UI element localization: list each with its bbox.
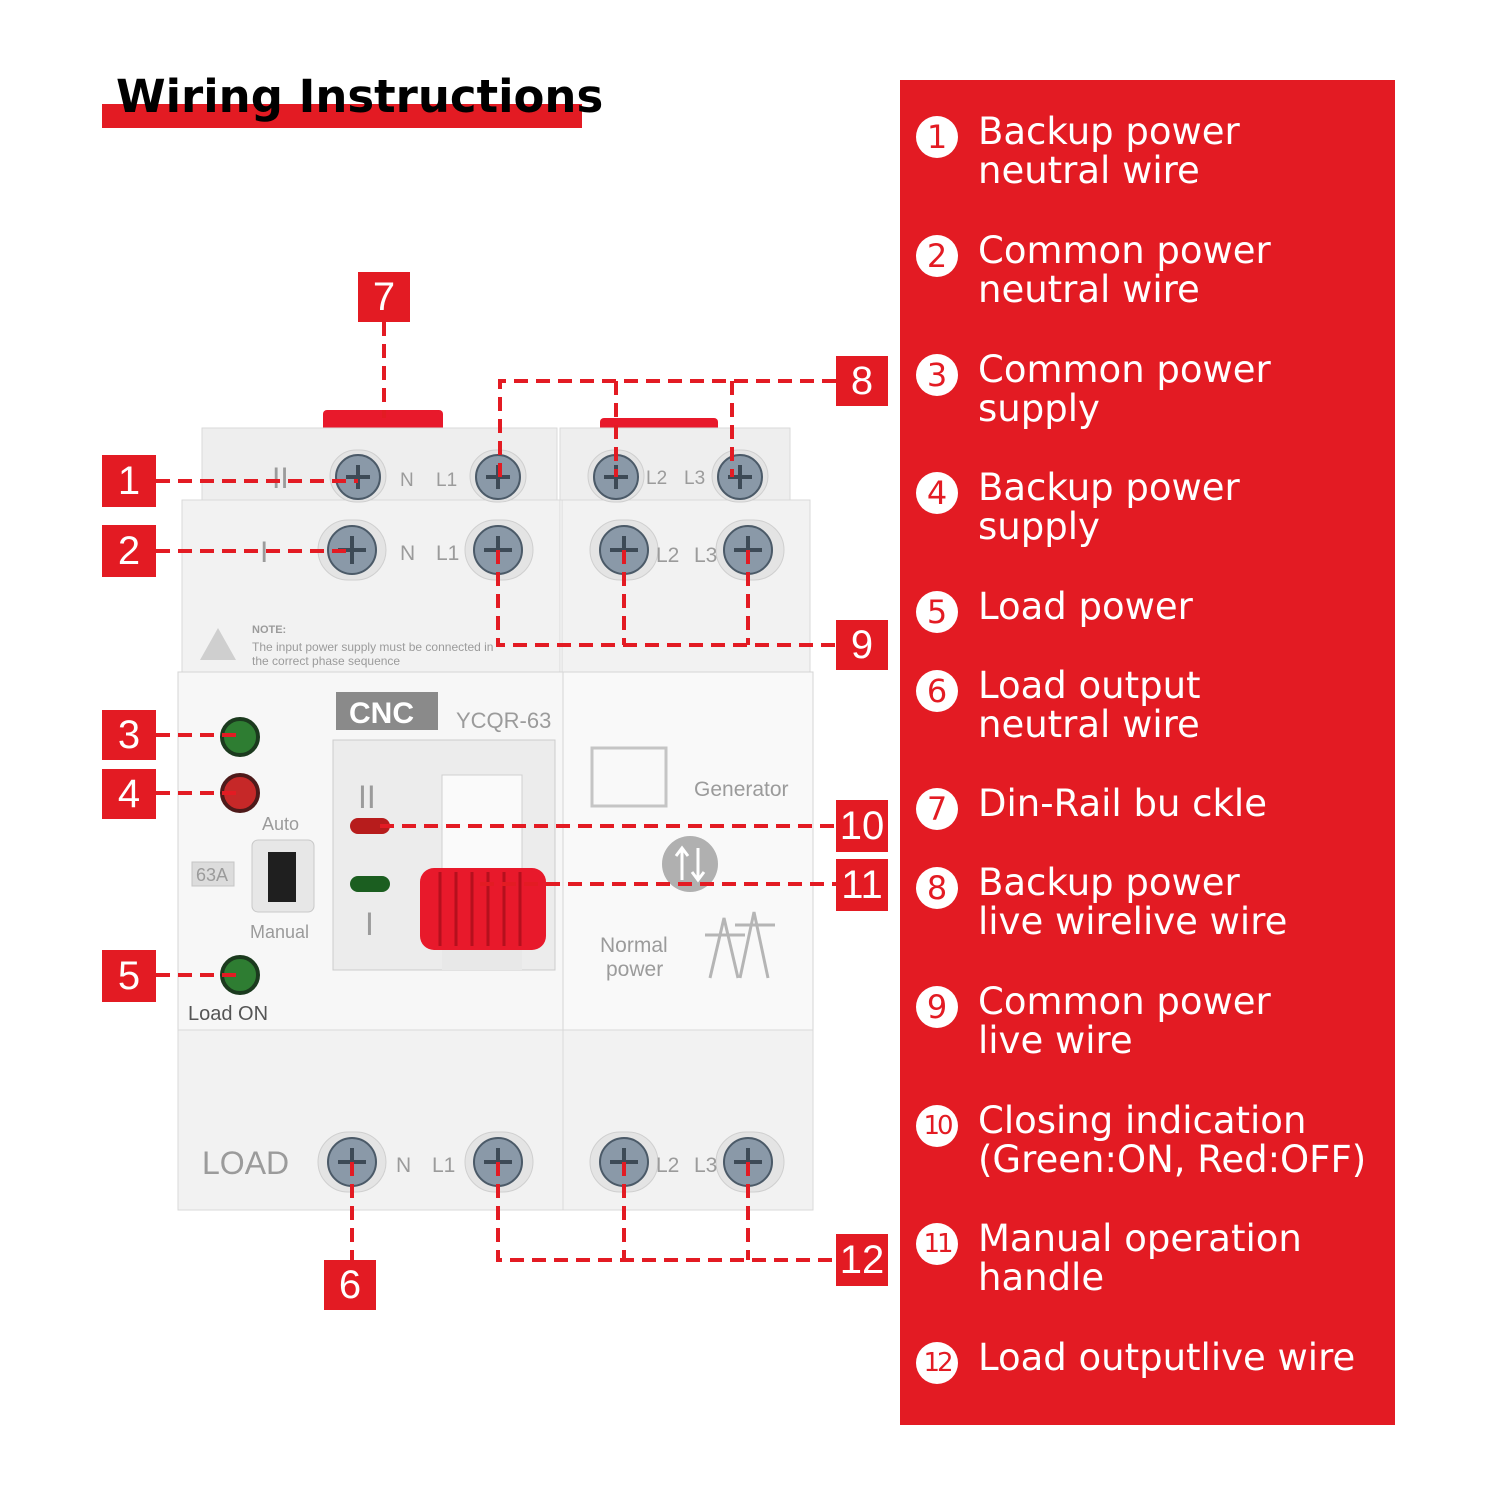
legend-text: Closing indication (Green:ON, Red:OFF): [978, 1099, 1367, 1181]
transfer-icon: [662, 836, 718, 892]
legend-text: Backup power neutral wire: [978, 110, 1240, 192]
mode-switch: [268, 852, 296, 902]
device-svg: N L1 L2 L3 N L1 L2 L3 N L1 L2 L3 II I LO…: [156, 322, 836, 1262]
legend-number-badge: 10: [916, 1105, 958, 1147]
legend-text: Backup power supply: [978, 466, 1240, 548]
rating-badge: [191, 861, 235, 887]
leader-line-12: [496, 1162, 836, 1262]
warning-icon: [200, 628, 236, 660]
load-on-label: Load ON: [188, 1003, 268, 1025]
legend-item-1: 1 Backup power neutral wire: [916, 112, 1398, 190]
legend-item-9: 9 Common power live wire: [916, 982, 1398, 1060]
terminal-label-l2: L2: [656, 1154, 679, 1177]
callout-5: 5: [102, 950, 156, 1002]
leader-lines: [156, 322, 836, 1262]
callout-10: 10: [836, 800, 888, 852]
legend-number-badge: 12: [916, 1342, 958, 1384]
page-title: Wiring Instructions: [116, 70, 604, 123]
legend-number-badge: 7: [916, 788, 958, 830]
legend-item-12: 12 Load outputlive wire: [916, 1338, 1398, 1384]
terminal-label-n: N: [400, 470, 414, 491]
legend-number-badge: 5: [916, 591, 958, 633]
legend-item-6: 6 Load output neutral wire: [916, 666, 1398, 744]
normal-power-label-line-1: Normal: [600, 934, 668, 957]
din-rail-clip: [323, 410, 443, 432]
legend-number-badge: 4: [916, 472, 958, 514]
terminal-label-l2: L2: [646, 468, 667, 489]
legend-text: Common power live wire: [978, 980, 1271, 1062]
terminal-label-n: N: [400, 542, 415, 565]
callout-2: 2: [102, 525, 156, 577]
position-i-mark: I: [260, 536, 268, 569]
legend-text: Common power supply: [978, 348, 1271, 430]
indicator-red: [350, 818, 390, 834]
callout-9: 9: [836, 620, 888, 670]
legend-number-badge: 11: [916, 1223, 958, 1265]
position-ii-mark: II: [272, 462, 289, 495]
title-underline: [102, 104, 582, 128]
normal-power-label-line-2: power: [606, 958, 663, 981]
terminal-label-n: N: [396, 1154, 411, 1177]
handle-grip: [438, 872, 522, 946]
legend-item-2: 2 Common power neutral wire: [916, 231, 1398, 309]
callout-4: 4: [102, 769, 156, 819]
note-line-2: the correct phase sequence: [252, 654, 400, 668]
callout-6: 6: [324, 1260, 376, 1310]
terminal-label-l2: L2: [656, 544, 679, 567]
position-i-label: I: [365, 906, 374, 942]
transfer-arrows-icon: [674, 845, 706, 883]
legend-text: Load outputlive wire: [978, 1336, 1356, 1379]
terminal-label-l1: L1: [432, 1154, 455, 1177]
legend-number-badge: 3: [916, 354, 958, 396]
note-title: NOTE:: [252, 624, 286, 636]
rating-label: 63A: [196, 865, 228, 885]
leader-line-8: [498, 379, 836, 477]
legend-text: Backup power live wirelive wire: [978, 861, 1288, 943]
callout-1: 1: [102, 455, 156, 507]
device-illustration: N L1 L2 L3 N L1 L2 L3 N L1 L2 L3 II I LO…: [102, 272, 888, 1310]
legend-text: Load output neutral wire: [978, 664, 1201, 746]
generator-icon: [590, 746, 668, 808]
legend-text: Load power: [978, 585, 1193, 628]
legend-number-badge: 1: [916, 116, 958, 158]
callout-3: 3: [102, 710, 156, 760]
legend-number-badge: 8: [916, 867, 958, 909]
terminal-label-l3: L3: [694, 544, 717, 567]
callout-11: 11: [836, 859, 888, 911]
terminal-label-l1: L1: [436, 542, 459, 565]
manual-handle: [420, 868, 546, 950]
callout-12: 12: [836, 1234, 888, 1286]
brand-logo-box: [336, 692, 438, 730]
indicator-green: [350, 876, 390, 892]
note-line-1: The input power supply must be connected…: [252, 640, 493, 654]
terminal-label-l1: L1: [436, 470, 457, 491]
legend-text: Common power neutral wire: [978, 229, 1271, 311]
legend-text: Manual operation handle: [978, 1217, 1302, 1299]
callout-7: 7: [358, 272, 410, 322]
legend-item-3: 3 Common power supply: [916, 350, 1398, 428]
legend-item-5: 5 Load power: [916, 587, 1398, 633]
terminal-label-l3: L3: [694, 1154, 717, 1177]
terminal-label-l3: L3: [684, 468, 705, 489]
position-ii-label: II: [358, 779, 376, 815]
legend-item-11: 11 Manual operation handle: [916, 1219, 1398, 1297]
legend-number-badge: 2: [916, 235, 958, 277]
model-label: YCQR-63: [456, 708, 551, 733]
legend-item-10: 10 Closing indication (Green:ON, Red:OFF…: [916, 1101, 1398, 1179]
legend-item-8: 8 Backup power live wirelive wire: [916, 863, 1398, 941]
legend-item-4: 4 Backup power supply: [916, 468, 1398, 546]
auto-label: Auto: [262, 814, 299, 834]
manual-label: Manual: [250, 922, 309, 942]
leader-line-9: [496, 550, 836, 647]
legend-number-badge: 6: [916, 670, 958, 712]
brand-logo: CNC: [349, 697, 414, 730]
power-tower-icon: [705, 911, 775, 979]
generator-label: Generator: [694, 778, 789, 801]
load-label: LOAD: [202, 1145, 289, 1181]
legend-text: Din-Rail bu ckle: [978, 782, 1267, 825]
callout-8: 8: [836, 356, 888, 406]
legend-panel: 1 Backup power neutral wire 2 Common pow…: [900, 80, 1395, 1425]
legend-number-badge: 9: [916, 986, 958, 1028]
legend-item-7: 7 Din-Rail bu ckle: [916, 784, 1398, 830]
